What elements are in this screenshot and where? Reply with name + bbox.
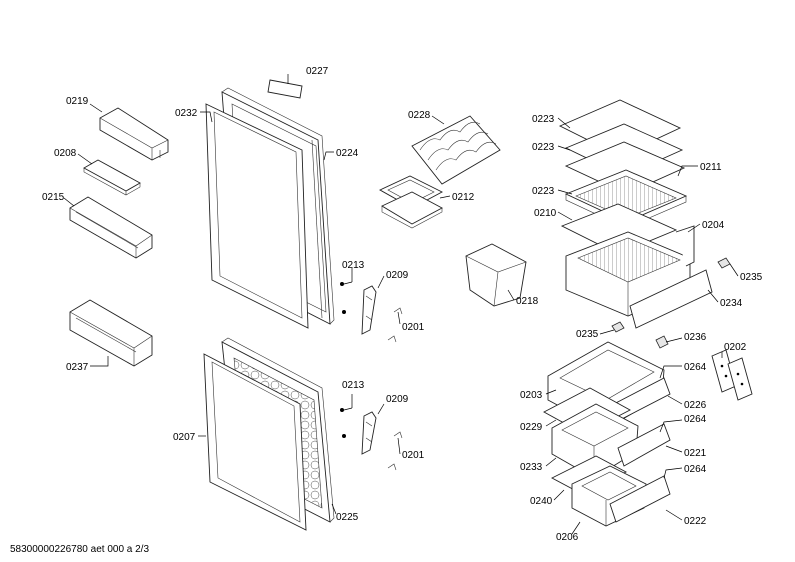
- label-0228: 0228: [408, 110, 431, 121]
- label-0218: 0218: [516, 296, 539, 307]
- label-0213-upper: 0213: [342, 260, 365, 271]
- label-0234: 0234: [720, 298, 743, 309]
- label-0204: 0204: [702, 220, 725, 231]
- label-0212: 0212: [452, 192, 475, 203]
- part-0212-trays: [379, 175, 443, 229]
- label-0201-upper: 0201: [402, 322, 425, 333]
- label-0226: 0226: [684, 400, 707, 411]
- part-0237-shelf: [69, 299, 153, 367]
- footer-document-id: 58300000226780 aet 000 a 2/3: [10, 544, 149, 555]
- label-0264-c: 0264: [684, 464, 707, 475]
- part-0222-front: [609, 475, 671, 523]
- label-0233: 0233: [520, 462, 543, 473]
- label-0223-b: 0223: [532, 142, 555, 153]
- part-0207-gasket: [203, 353, 307, 531]
- part-hinge-lower: [340, 408, 403, 471]
- label-0225: 0225: [336, 512, 359, 523]
- label-0235-b: 0235: [576, 329, 599, 340]
- part-0211-frame-shelf: [564, 169, 688, 229]
- label-0235-a: 0235: [740, 272, 763, 283]
- label-0210: 0210: [534, 208, 557, 219]
- label-0236: 0236: [684, 332, 707, 343]
- part-0235-clips: [611, 257, 731, 333]
- part-0218-box: [465, 243, 527, 307]
- label-0223-a: 0223: [532, 114, 555, 125]
- label-0229: 0229: [520, 422, 543, 433]
- part-0236-knob: [655, 335, 669, 349]
- leader-lines: [63, 74, 739, 535]
- part-0228-wine-rack: [411, 115, 501, 185]
- part-0227-plate: [267, 79, 303, 99]
- label-0208: 0208: [54, 148, 77, 159]
- label-0223-c: 0223: [532, 186, 555, 197]
- part-hinge-upper: [340, 282, 403, 343]
- label-0227: 0227: [306, 66, 329, 77]
- label-0240: 0240: [530, 496, 553, 507]
- part-0219-shelf: [99, 107, 169, 161]
- label-0209-lower: 0209: [386, 394, 409, 405]
- part-0223-glass-sheets: [558, 99, 686, 195]
- part-0234-panel: [629, 269, 713, 329]
- label-0213-lower: 0213: [342, 380, 365, 391]
- part-0232-gasket: [205, 103, 309, 329]
- part-0221-front: [617, 423, 671, 467]
- part-0215-shelf: [69, 196, 153, 259]
- label-0264-b: 0264: [684, 414, 707, 425]
- label-0202: 0202: [724, 342, 747, 353]
- part-0202-ice-packs: [711, 349, 753, 401]
- label-0207: 0207: [173, 432, 196, 443]
- label-0232: 0232: [175, 108, 198, 119]
- label-0201-lower: 0201: [402, 450, 425, 461]
- label-0264-a: 0264: [684, 362, 707, 373]
- part-0208-egg-tray: [83, 159, 141, 196]
- label-0219: 0219: [66, 96, 89, 107]
- label-0209-upper: 0209: [386, 270, 409, 281]
- label-0237: 0237: [66, 362, 89, 373]
- label-0221: 0221: [684, 448, 707, 459]
- label-0222: 0222: [684, 516, 707, 527]
- label-0215: 0215: [42, 192, 65, 203]
- label-0224: 0224: [336, 148, 359, 159]
- label-0206: 0206: [556, 532, 579, 543]
- label-0211: 0211: [700, 162, 722, 173]
- label-0203: 0203: [520, 390, 543, 401]
